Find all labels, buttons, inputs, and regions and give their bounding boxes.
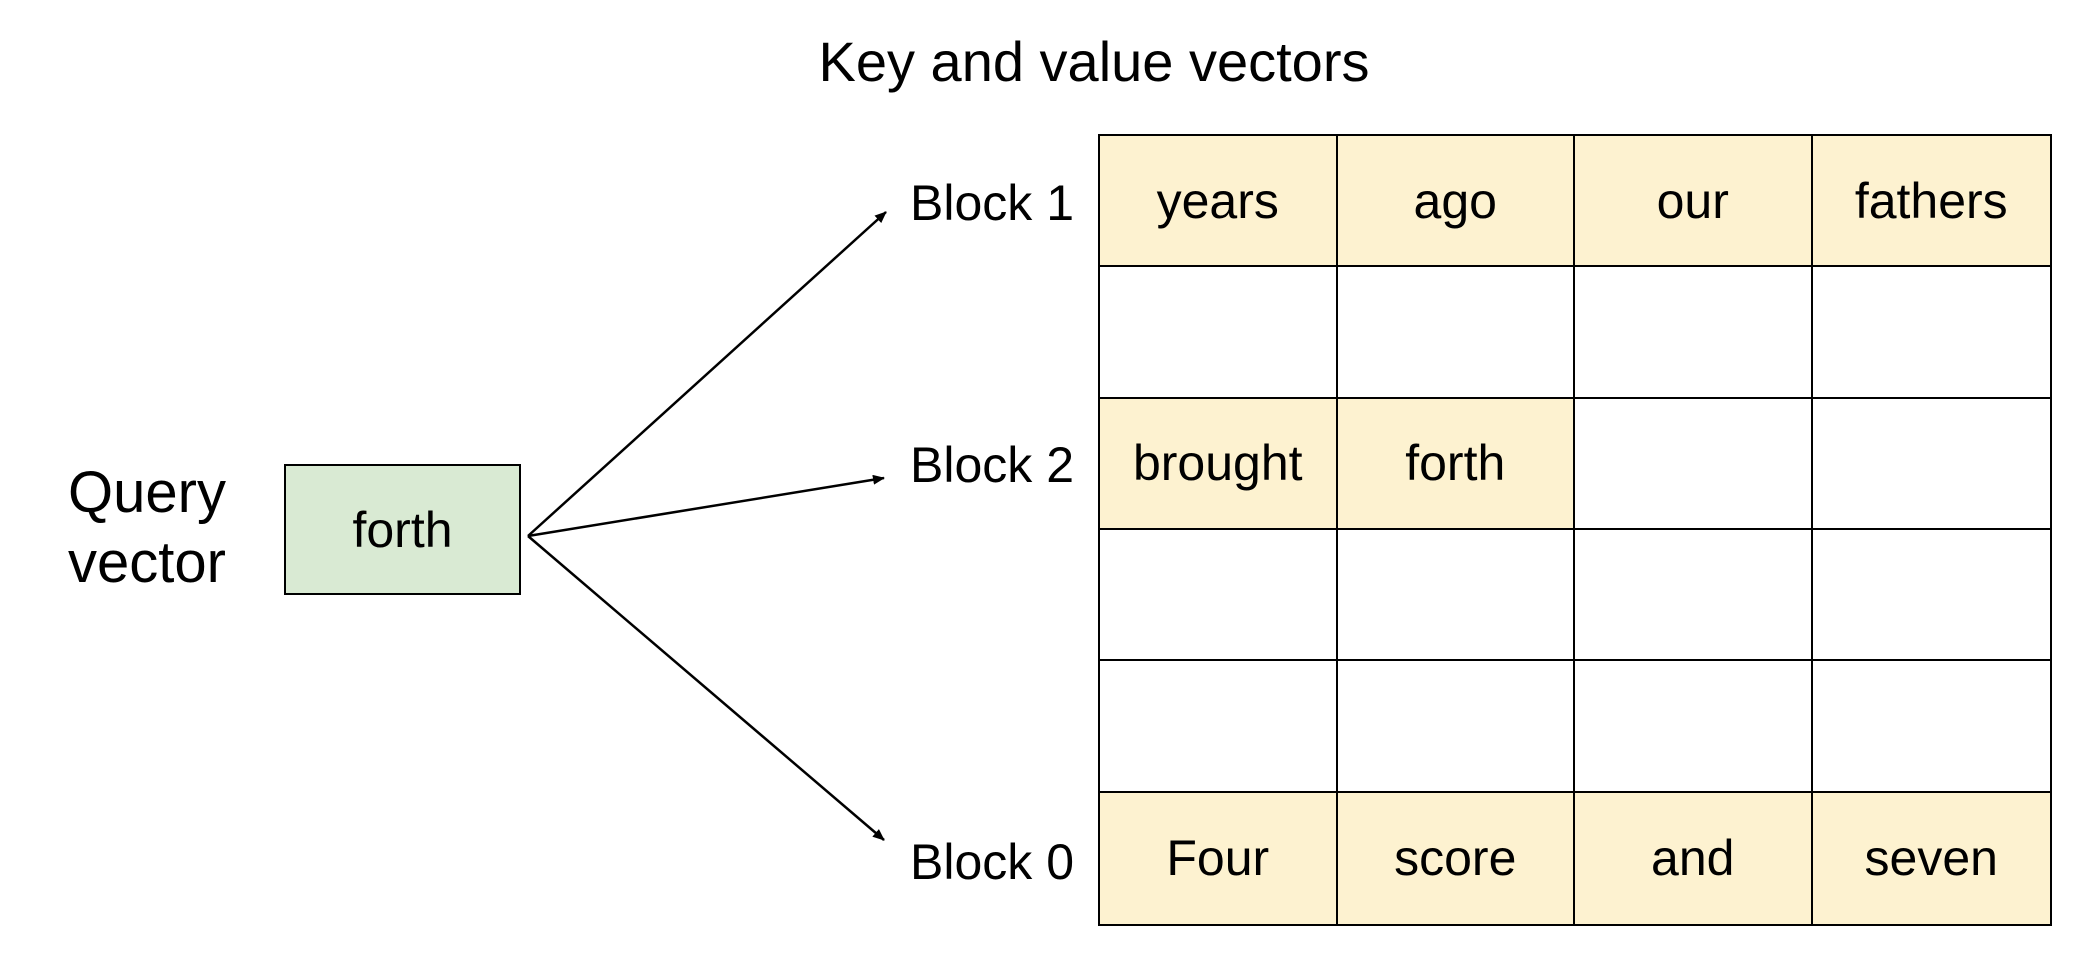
grid-cell [1575, 661, 1813, 793]
grid-cell [1575, 529, 1813, 662]
grid-cell: fathers [1812, 136, 2050, 268]
grid-cell [1575, 398, 1813, 530]
arrow-to-block-0 [527, 535, 885, 841]
diagram-title: Key and value vectors [818, 30, 1370, 93]
query-vector-box: forth [284, 464, 521, 595]
block-1-label: Block 1 [910, 175, 1074, 231]
block-2-label: Block 2 [910, 437, 1074, 493]
grid-cell [1100, 661, 1338, 793]
grid-cell: forth [1337, 398, 1575, 530]
grid-cell [1575, 267, 1813, 399]
grid-cell: our [1575, 136, 1813, 268]
grid-cell: and [1575, 792, 1813, 924]
grid-cell [1812, 529, 2050, 662]
grid-cell [1812, 398, 2050, 530]
grid-cell [1812, 267, 2050, 399]
grid-cell [1337, 267, 1575, 399]
query-label-line2: vector [68, 530, 226, 595]
grid-cell: ago [1337, 136, 1575, 268]
grid-cell [1100, 267, 1338, 399]
grid-cell: Four [1100, 792, 1338, 924]
query-token: forth [352, 501, 453, 558]
grid-cell: seven [1812, 792, 2050, 924]
grid-cell: score [1337, 792, 1575, 924]
arrow-to-block-2 [527, 474, 885, 538]
grid-cell: brought [1100, 398, 1338, 530]
grid-cell [1337, 529, 1575, 662]
grid-cell [1337, 661, 1575, 793]
query-label-line1: Query [68, 460, 226, 525]
grid-cell [1100, 529, 1338, 662]
block-0-label: Block 0 [910, 834, 1074, 890]
query-vector-label: Query vector [68, 458, 226, 598]
grid-cell [1812, 661, 2050, 793]
arrow-to-block-1 [527, 211, 887, 537]
grid-cell: years [1100, 136, 1338, 268]
